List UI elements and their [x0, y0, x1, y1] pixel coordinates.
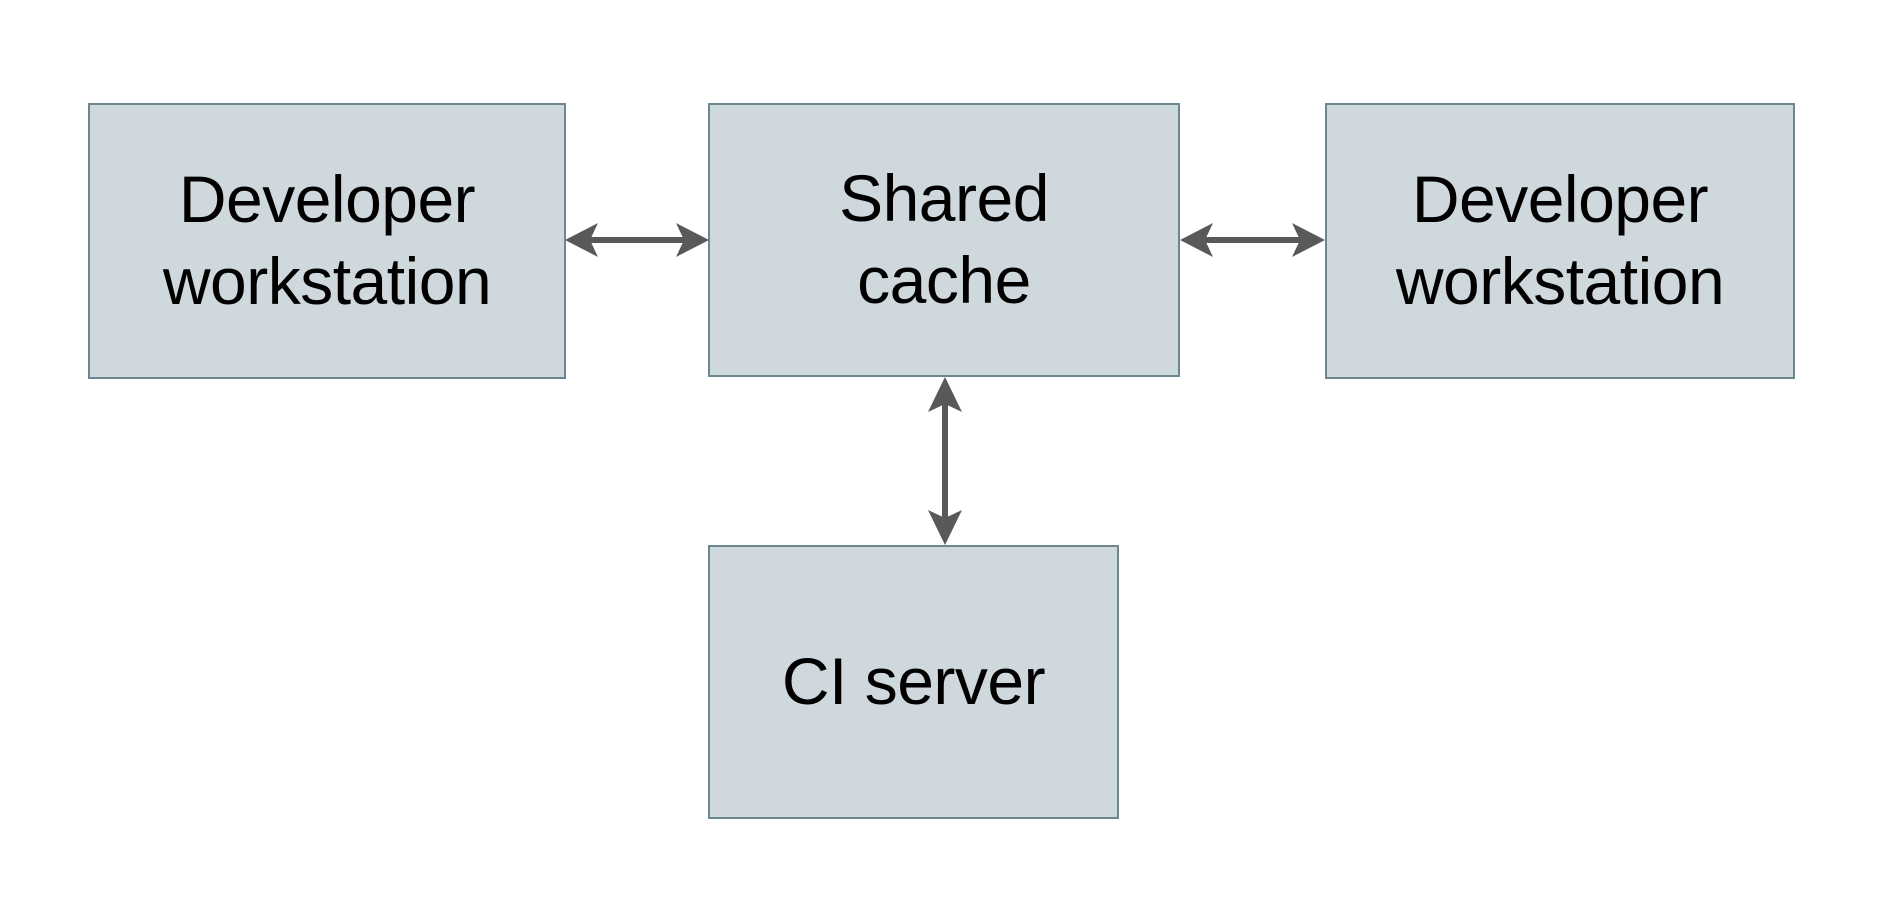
double-arrow-horizontal-icon [565, 223, 709, 257]
connector-cache-to-ci-server [921, 376, 969, 546]
node-developer-workstation-right[interactable]: Developer workstation [1325, 103, 1795, 379]
node-label-ci-server: CI server [781, 644, 1046, 719]
node-developer-workstation-left[interactable]: Developer workstation [88, 103, 566, 379]
connector-cache-to-right-workstation [1179, 216, 1326, 264]
double-arrow-vertical-icon [928, 377, 962, 545]
double-arrow-horizontal-icon [1180, 223, 1325, 257]
node-shared-cache[interactable]: Shared cache [708, 103, 1180, 377]
connector-left-workstation-to-cache [564, 216, 710, 264]
node-ci-server[interactable]: CI server [708, 545, 1119, 819]
node-label-developer-workstation-right: Developer workstation [1395, 162, 1725, 318]
node-label-developer-workstation-left: Developer workstation [162, 162, 492, 318]
node-label-shared-cache: Shared cache [839, 161, 1049, 317]
